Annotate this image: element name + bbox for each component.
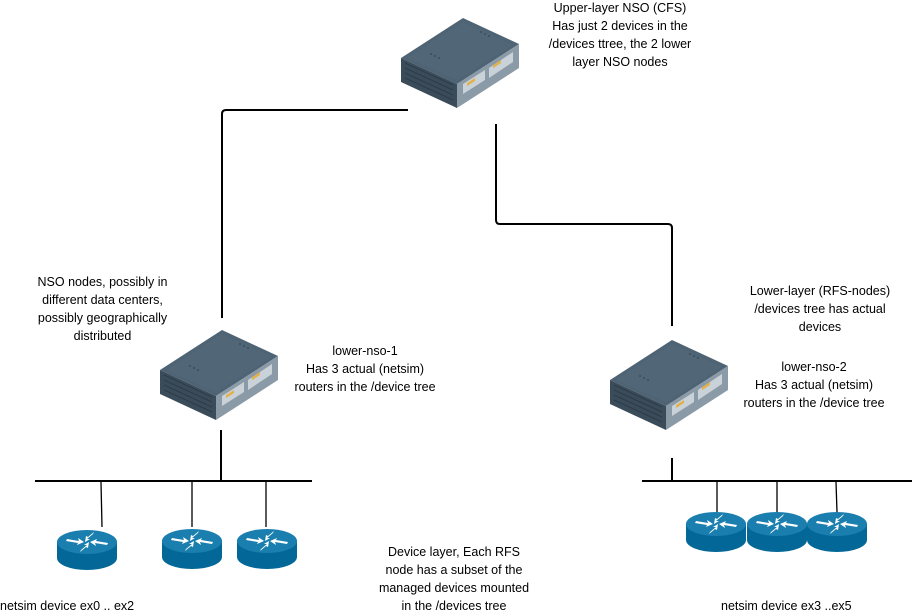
router-icon-ex4[interactable] [747,512,807,552]
router-icon-ex2[interactable] [237,529,297,569]
drop-ex0 [100,481,103,528]
server-appliance-icon-lower-nso-2[interactable] [609,339,729,431]
drop-ex5 [835,481,838,513]
device-group-label-left: netsim device ex0 .. ex2 [0,599,135,613]
router-icon-ex5[interactable] [807,512,867,552]
device-group-label-right: netsim device ex3 ..ex5 [721,599,852,613]
router-icon-ex0[interactable] [57,530,117,570]
connection-lines [35,109,912,482]
lower-layer-note: Lower-layer (RFS-nodes) /devices tree ha… [749,284,891,334]
device-layer-note: Device layer, Each RFS node has a subset… [378,545,530,613]
router-icon-ex3[interactable] [686,512,746,552]
router-icon-ex1[interactable] [162,529,222,569]
lower-nso-1-label: lower-nso-1 Has 3 actual (netsim) router… [294,344,436,394]
link-upper-to-lower-nso-1 [221,109,408,318]
link-upper-to-lower-nso-2 [495,124,673,326]
server-appliance-icon-upper-nso[interactable] [400,17,520,109]
nso-nodes-note: NSO nodes, possibly in different data ce… [37,275,168,343]
lower-nso-2-label: lower-nso-2 Has 3 actual (netsim) router… [743,360,885,410]
upper-nso-label: Upper-layer NSO (CFS) Has just 2 devices… [548,1,692,69]
